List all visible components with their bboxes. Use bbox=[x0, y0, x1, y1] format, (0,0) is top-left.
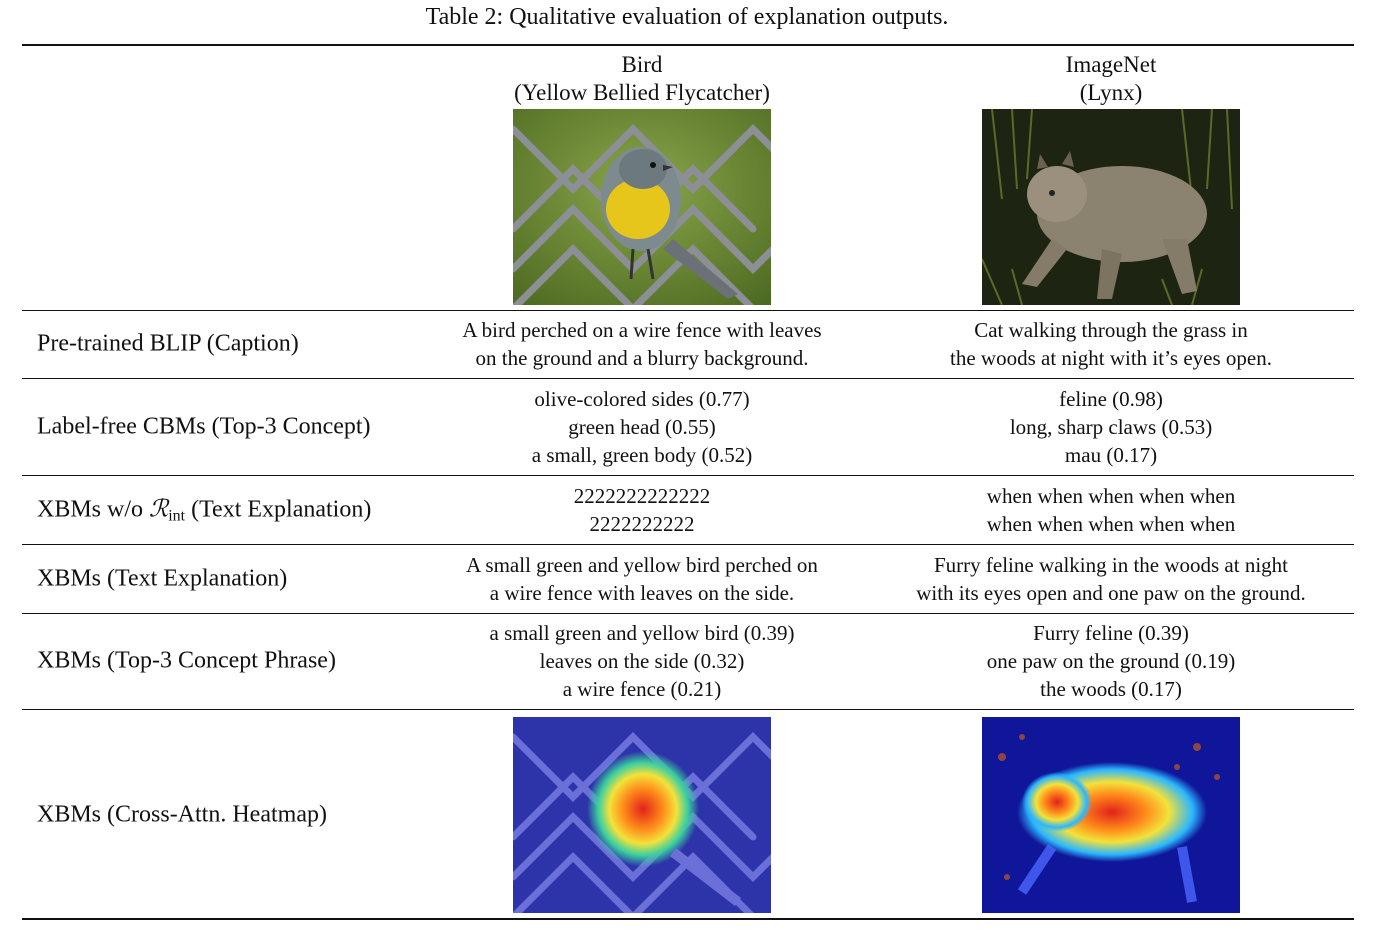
column-subtitle: (Lynx) bbox=[1079, 80, 1143, 105]
bird-text-cell: 2222222222222 2222222222 bbox=[573, 484, 711, 536]
bird-heatmap bbox=[513, 717, 771, 913]
row-rule bbox=[22, 475, 1354, 477]
lynx-heatmap bbox=[982, 717, 1240, 913]
bird-concept-cell: olive-colored sides (0.77) green head (0… bbox=[531, 387, 753, 467]
row-rule bbox=[22, 544, 1354, 546]
row-label: XBMs w/o ℛint (Text Explanation) bbox=[37, 494, 372, 525]
r-int-symbol: ℛ bbox=[149, 494, 169, 523]
row-rule bbox=[22, 709, 1354, 711]
header-rule bbox=[22, 310, 1354, 312]
row-label: Label-free CBMs (Top-3 Concept) bbox=[37, 413, 371, 440]
row-label: Pre-trained BLIP (Caption) bbox=[37, 330, 299, 357]
bird-caption-cell: A bird perched on a wire fence with leav… bbox=[462, 318, 822, 370]
row-label: XBMs (Top-3 Concept Phrase) bbox=[37, 647, 336, 674]
column-header-imagenet: ImageNet (Lynx) bbox=[1066, 51, 1157, 107]
bird-explanation-cell: A small green and yellow bird perched on… bbox=[466, 553, 818, 605]
imagenet-concept-cell: feline (0.98) long, sharp claws (0.53) m… bbox=[1009, 387, 1213, 467]
column-title: Bird bbox=[621, 52, 663, 77]
row-rule bbox=[22, 613, 1354, 615]
lynx-photo bbox=[982, 109, 1240, 305]
top-rule bbox=[22, 44, 1354, 46]
imagenet-explanation-cell: Furry feline walking in the woods at nig… bbox=[916, 553, 1306, 605]
column-title: ImageNet bbox=[1065, 52, 1157, 77]
bird-phrase-cell: a small green and yellow bird (0.39) lea… bbox=[489, 621, 795, 701]
table-caption: Table 2: Qualitative evaluation of expla… bbox=[425, 4, 949, 30]
imagenet-phrase-cell: Furry feline (0.39) one paw on the groun… bbox=[986, 621, 1236, 701]
bird-photo bbox=[513, 109, 771, 305]
imagenet-text-cell: when when when when when when when when … bbox=[986, 484, 1236, 536]
column-subtitle: (Yellow Bellied Flycatcher) bbox=[514, 80, 770, 105]
imagenet-caption-cell: Cat walking through the grass in the woo… bbox=[950, 318, 1272, 370]
bottom-rule bbox=[22, 918, 1354, 920]
row-label: XBMs (Cross-Attn. Heatmap) bbox=[37, 801, 327, 828]
column-header-bird: Bird (Yellow Bellied Flycatcher) bbox=[514, 51, 770, 107]
row-rule bbox=[22, 378, 1354, 380]
row-label: XBMs (Text Explanation) bbox=[37, 565, 288, 592]
